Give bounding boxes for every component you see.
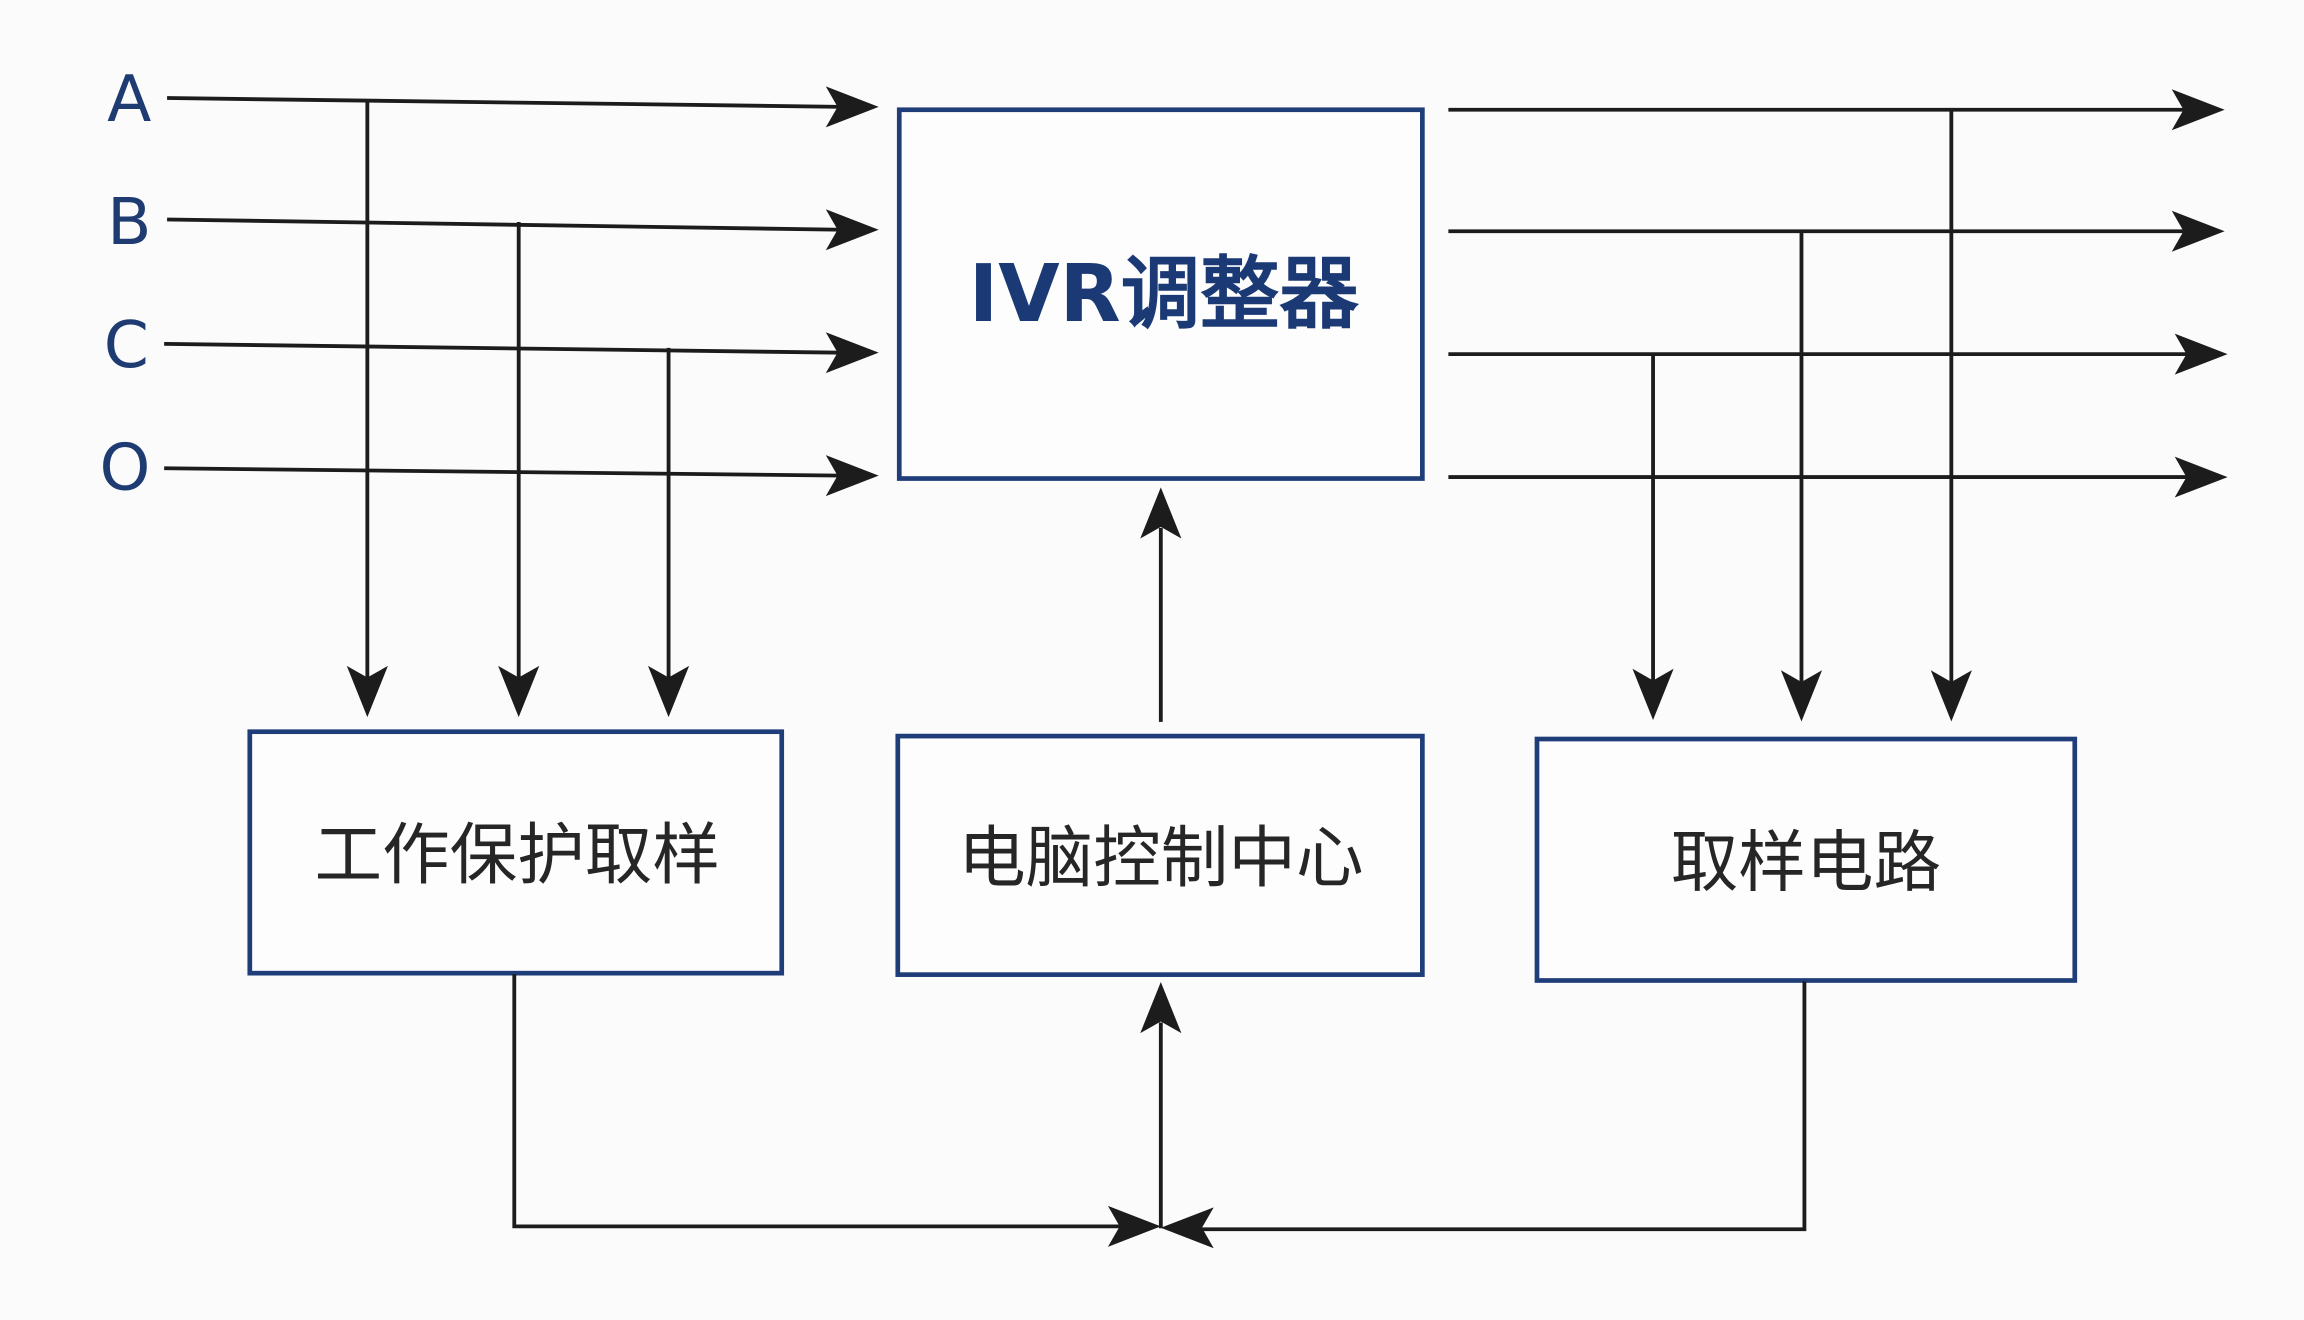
arrowhead-down bbox=[648, 665, 690, 718]
arrowhead-down bbox=[1930, 670, 1972, 722]
sampling-circuit-block: 取样电路 bbox=[1534, 736, 2078, 983]
ivr-regulator-box bbox=[896, 107, 1425, 481]
arrowhead-down bbox=[1780, 670, 1823, 722]
arrowhead-right bbox=[2171, 210, 2225, 252]
arrowhead-right bbox=[2171, 89, 2225, 131]
sampling-circuit-label: 取样电路 bbox=[1671, 823, 1941, 902]
arrowhead-right bbox=[2174, 456, 2228, 498]
protection-sampling-block: 工作保护取样 bbox=[247, 729, 785, 976]
arrowhead-right bbox=[2174, 333, 2228, 375]
output-line-2 bbox=[1448, 210, 2225, 252]
arrowhead-right bbox=[825, 86, 879, 128]
feedback-from-protection bbox=[512, 974, 1161, 1247]
control-center-label: 电脑控制中心 bbox=[958, 818, 1363, 897]
output-line-4 bbox=[1448, 456, 2228, 498]
ivr-regulator-label: IVR调整器 bbox=[969, 248, 1360, 340]
tap-b-to-protection bbox=[498, 221, 540, 718]
protection-sampling-box bbox=[247, 729, 785, 976]
sampling-circuit-box bbox=[1534, 736, 2078, 983]
input-label-b: B bbox=[107, 185, 151, 260]
tap-output-2-to-sampling bbox=[1780, 230, 1823, 722]
arrowhead-down bbox=[346, 665, 388, 718]
control-to-ivr-arrow bbox=[1140, 487, 1182, 722]
input-line-a bbox=[167, 86, 879, 128]
arrowhead-down bbox=[1632, 668, 1674, 720]
input-label-a: A bbox=[107, 62, 151, 137]
arrowhead-down bbox=[498, 665, 540, 718]
input-label-o: O bbox=[99, 431, 150, 506]
arrowhead-left bbox=[1160, 1207, 1214, 1249]
tap-output-3-to-sampling bbox=[1632, 353, 1674, 720]
input-line-c bbox=[164, 332, 879, 374]
input-line-b bbox=[167, 209, 879, 251]
tap-c-to-protection bbox=[648, 347, 690, 718]
arrowhead-right bbox=[825, 332, 879, 374]
arrowhead-right bbox=[1107, 1205, 1161, 1247]
tap-a-to-protection bbox=[346, 99, 388, 718]
feedback-from-sampling bbox=[1160, 981, 1807, 1249]
output-line-3 bbox=[1448, 333, 2228, 375]
feedback-to-control-center bbox=[1140, 981, 1182, 1229]
input-label-c: C bbox=[104, 308, 149, 383]
control-center-block: 电脑控制中心 bbox=[895, 733, 1425, 977]
arrowhead-right bbox=[825, 209, 879, 251]
ivr-regulator-block: IVR调整器 bbox=[896, 107, 1425, 481]
arrowhead-right bbox=[825, 455, 879, 497]
arrowhead-up bbox=[1140, 487, 1182, 539]
arrowhead-up bbox=[1140, 981, 1182, 1034]
output-line-1 bbox=[1448, 89, 2225, 131]
control-center-box bbox=[895, 733, 1425, 977]
input-line-o bbox=[164, 455, 879, 497]
protection-sampling-label: 工作保护取样 bbox=[315, 815, 720, 894]
tap-output-1-to-sampling bbox=[1930, 109, 1972, 722]
